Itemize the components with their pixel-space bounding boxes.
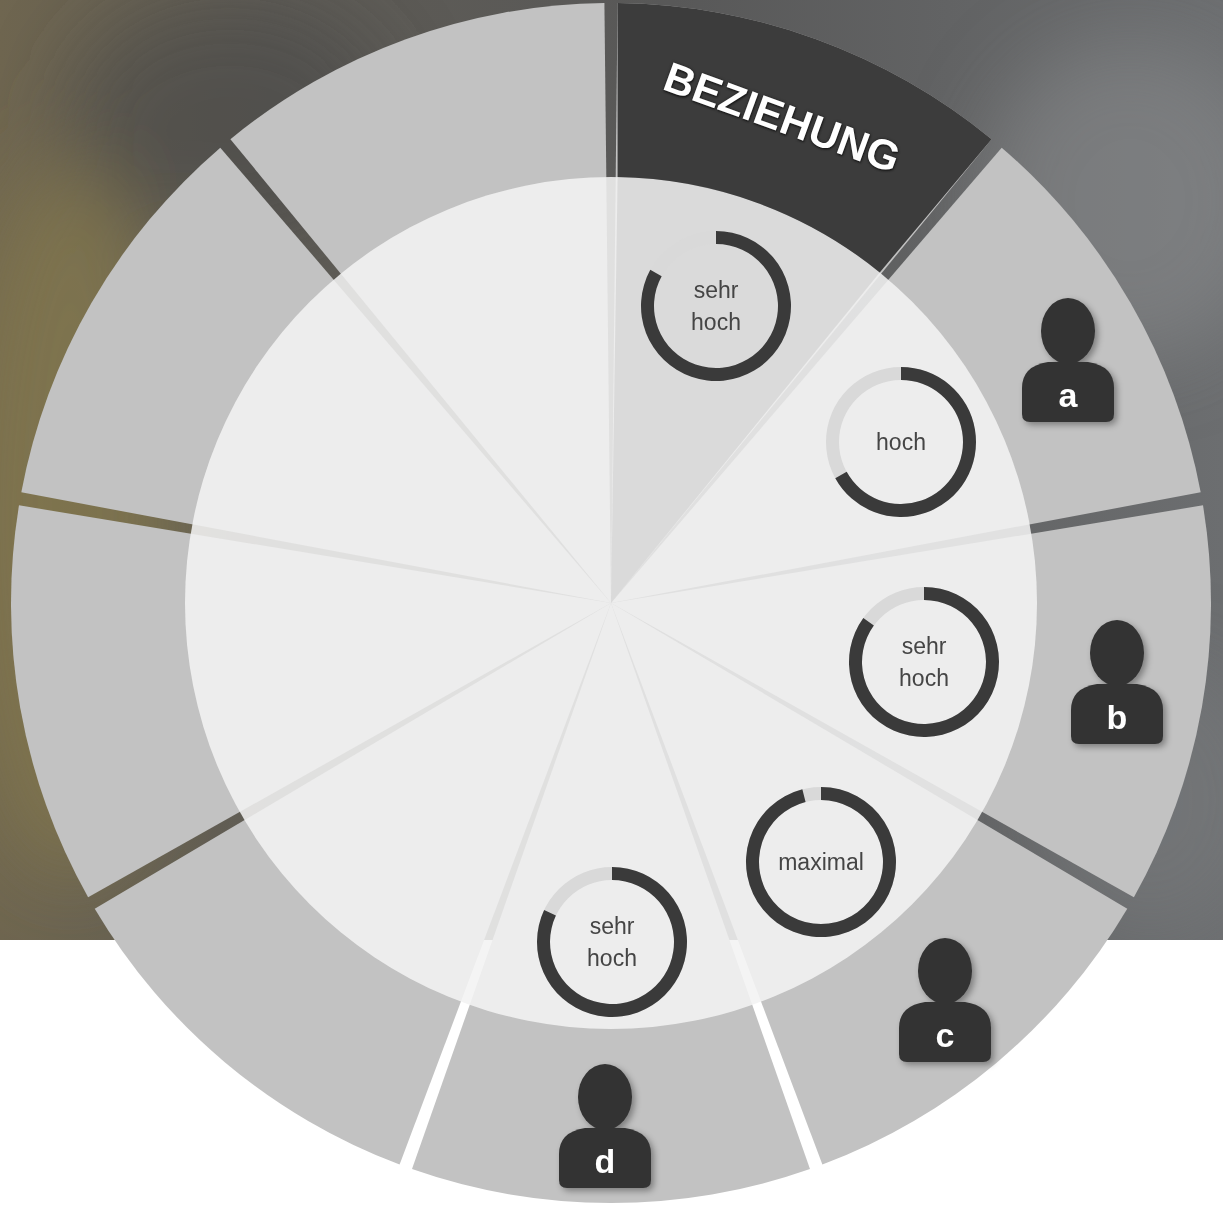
rating-label: sehr hoch	[889, 630, 959, 694]
wheel	[11, 3, 1211, 1203]
person-head	[1090, 620, 1144, 686]
person-icon: d	[557, 1064, 653, 1190]
person-icon: b	[1069, 620, 1165, 746]
segment-fill	[618, 3, 992, 272]
rating-label: sehr hoch	[577, 910, 647, 974]
gauge-value	[835, 367, 976, 517]
rating-gauge: sehr hoch	[641, 231, 791, 381]
person-head	[578, 1064, 632, 1130]
gauge-value	[746, 787, 896, 937]
rating-label: sehr hoch	[681, 274, 751, 338]
rating-gauge: maximal	[746, 787, 896, 937]
inner-circle	[185, 177, 1037, 1029]
gauge-track	[849, 587, 999, 737]
rating-gauge: sehr hoch	[849, 587, 999, 737]
gauge-track	[641, 231, 791, 381]
gauge-value	[641, 231, 791, 381]
person-head	[1041, 298, 1095, 364]
person-icon: a	[1020, 298, 1116, 424]
gauge-track	[826, 367, 976, 517]
person-letter: d	[557, 1141, 653, 1181]
gauge-value	[849, 587, 999, 737]
person-letter: c	[897, 1015, 993, 1055]
gauge-track	[537, 867, 687, 1017]
rating-gauge: sehr hoch	[537, 867, 687, 1017]
person-letter: b	[1069, 697, 1165, 737]
person-head	[918, 938, 972, 1004]
gauge-ring	[641, 231, 791, 381]
rating-label: hoch	[841, 426, 961, 458]
gauge-ring	[849, 587, 999, 737]
gauge-value	[537, 867, 687, 1017]
person-icon: c	[897, 938, 993, 1064]
category-segment: BEZIEHUNG	[598, 0, 1008, 290]
rating-gauge: hoch	[826, 367, 976, 517]
gauge-ring	[537, 867, 687, 1017]
rating-label: maximal	[761, 846, 881, 878]
person-letter: a	[1020, 375, 1116, 415]
gauge-track	[746, 787, 896, 937]
